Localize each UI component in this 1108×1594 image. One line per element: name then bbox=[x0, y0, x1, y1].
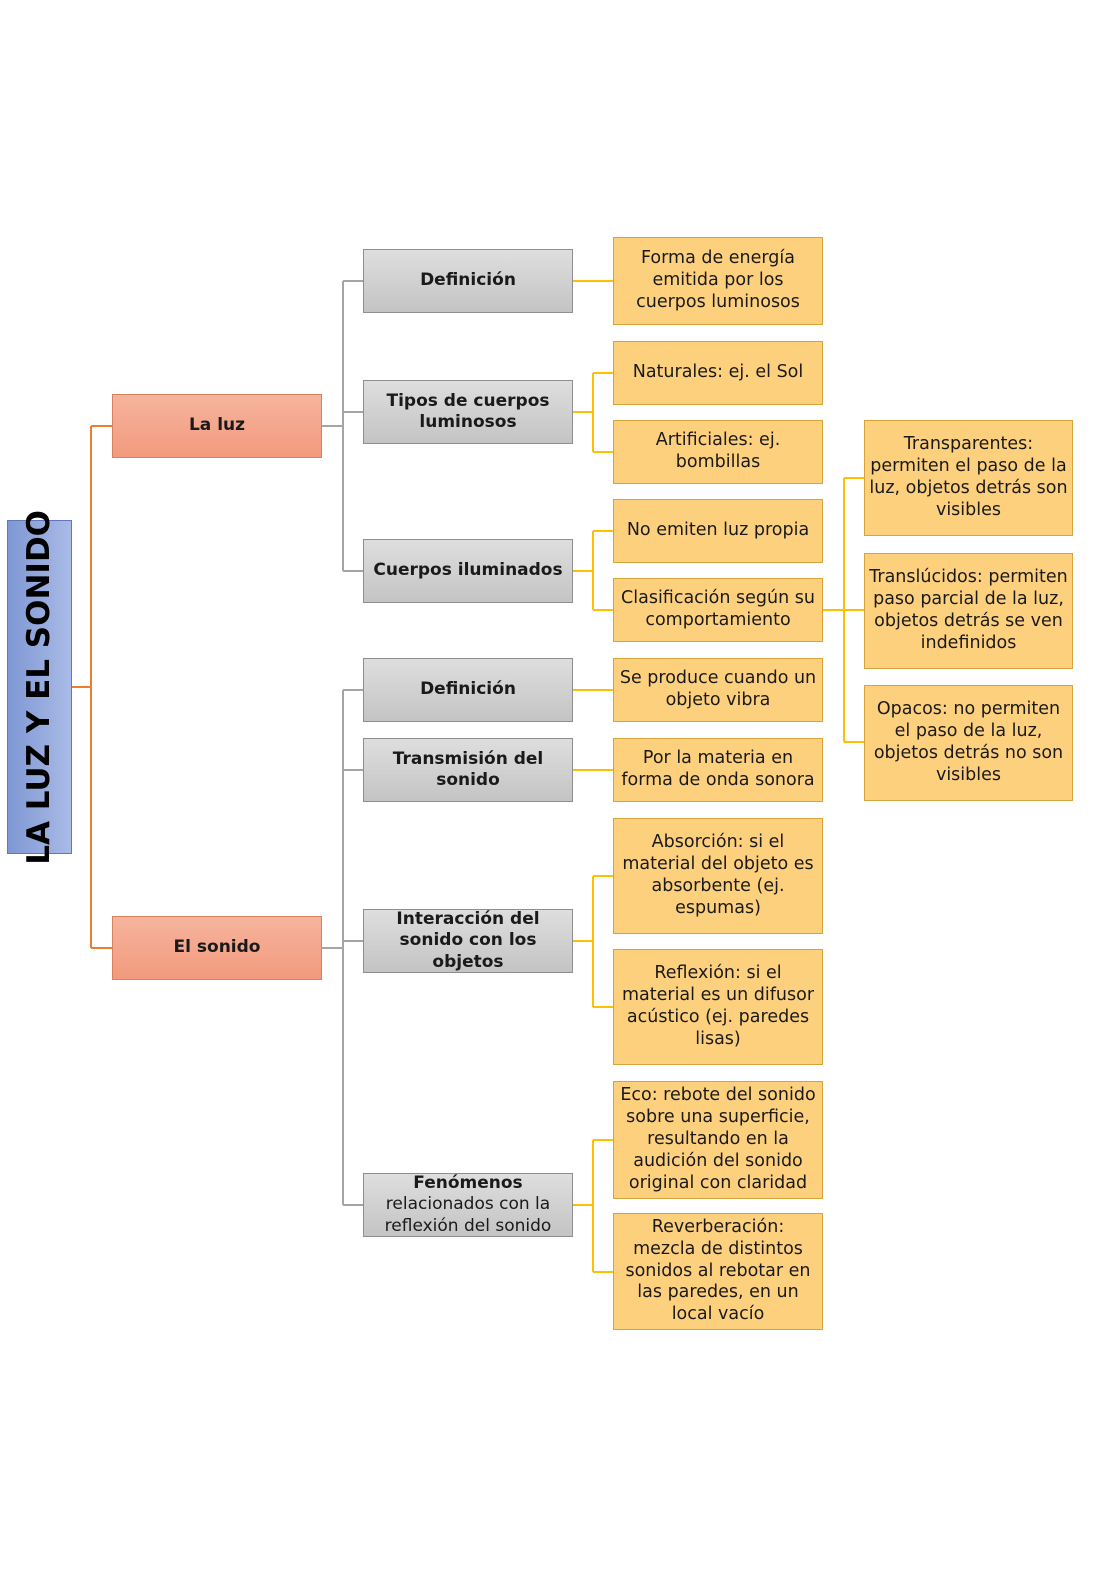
node-el-sonido: El sonido bbox=[112, 916, 322, 980]
node-luz-definicion: Definición bbox=[363, 249, 573, 313]
leaf-opacos: Opacos: no permiten el paso de la luz, o… bbox=[864, 685, 1073, 801]
leaf-sonido-definicion: Se produce cuando un objeto vibra bbox=[613, 658, 823, 722]
node-la-luz: La luz bbox=[112, 394, 322, 458]
leaf-transmision: Por la materia en forma de onda sonora bbox=[613, 738, 823, 802]
level1-connectors bbox=[322, 280, 363, 1206]
leaf-absorcion: Absorción: si el material del objeto es … bbox=[613, 818, 823, 934]
leaf-reflexion: Reflexión: si el material es un difusor … bbox=[613, 949, 823, 1065]
leaf-naturales: Naturales: ej. el Sol bbox=[613, 341, 823, 405]
main-title-box: LA LUZ Y EL SONIDO bbox=[7, 510, 72, 864]
fenomenos-label-bold: Fenómenos bbox=[413, 1173, 523, 1194]
leaf-luz-definicion: Forma de energía emitida por los cuerpos… bbox=[613, 237, 823, 325]
main-title: LA LUZ Y EL SONIDO bbox=[21, 509, 58, 865]
leaf-reverberacion: Reverberación: mezcla de distintos sonid… bbox=[613, 1213, 823, 1330]
leaf-translucidos: Translúcidos: permiten paso parcial de l… bbox=[864, 553, 1073, 669]
node-luz-tipos: Tipos de cuerpos luminosos bbox=[363, 380, 573, 444]
leaf-eco: Eco: rebote del sonido sobre una superfi… bbox=[613, 1081, 823, 1199]
leaf-no-emiten: No emiten luz propia bbox=[613, 499, 823, 563]
node-luz-iluminados: Cuerpos iluminados bbox=[363, 539, 573, 603]
root-connectors bbox=[72, 425, 112, 949]
leaf-artificiales: Artificiales: ej. bombillas bbox=[613, 420, 823, 484]
fenomenos-label-rest: relacionados con la reflexión del sonido bbox=[384, 1194, 552, 1236]
node-sonido-definicion: Definición bbox=[363, 658, 573, 722]
node-sonido-transmision: Transmisión del sonido bbox=[363, 738, 573, 802]
leaf-transparentes: Transparentes: permiten el paso de la lu… bbox=[864, 420, 1073, 536]
level2-connectors bbox=[573, 280, 864, 1273]
node-sonido-fenomenos: Fenómenos relacionados con la reflexión … bbox=[363, 1173, 573, 1237]
leaf-clasificacion: Clasificación según su comportamiento bbox=[613, 578, 823, 642]
node-sonido-interaccion: Interacción del sonido con los objetos bbox=[363, 909, 573, 973]
